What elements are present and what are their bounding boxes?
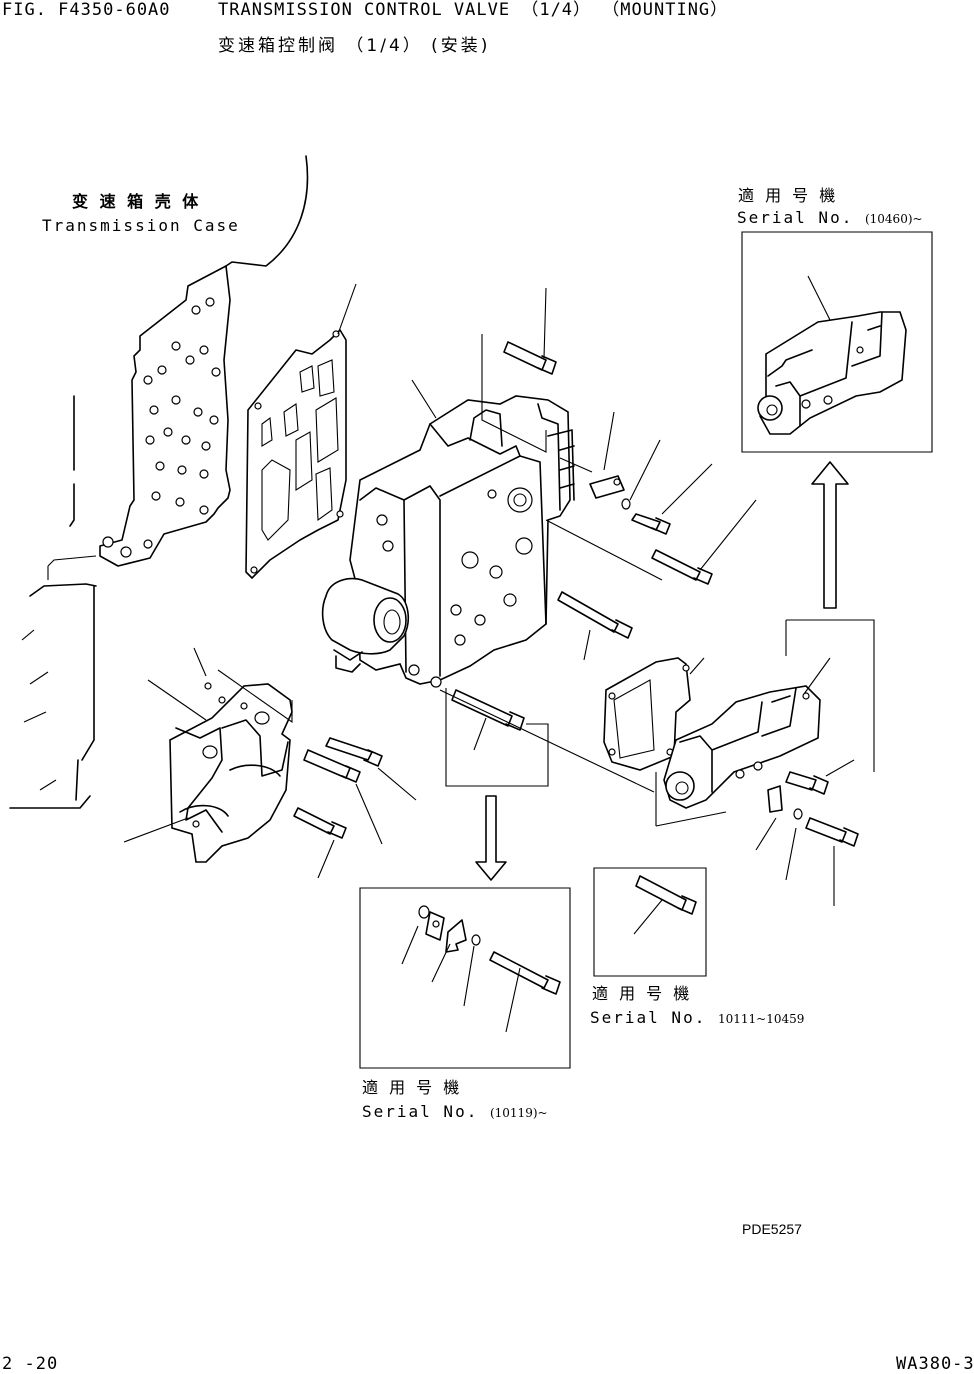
serial-prefix: Serial No. bbox=[362, 1102, 479, 1121]
case-label-english: Transmission Case bbox=[42, 216, 240, 235]
inset-bottom-left bbox=[359, 887, 571, 1069]
inset-top-right bbox=[741, 231, 933, 453]
figure-title-chinese: 变速箱控制阀 （1/4） (安装) bbox=[218, 36, 491, 56]
serial-prefix: Serial No. bbox=[737, 208, 854, 227]
right-valve-assembly bbox=[603, 619, 875, 906]
inset-bottom-right-serial: Serial No. 10111~10459 bbox=[590, 1010, 804, 1026]
lower-cover-assembly bbox=[123, 647, 417, 879]
arrow-down bbox=[475, 795, 507, 881]
serial-prefix: Serial No. bbox=[590, 1008, 707, 1027]
inset-bottom-left-cn: 適 用 号 機 bbox=[362, 1078, 463, 1097]
bolts-upper bbox=[503, 287, 757, 661]
page-number: 2 -20 bbox=[2, 1354, 59, 1374]
inset-top-right-serial: Serial No. (10460)~ bbox=[737, 210, 923, 226]
figure-number: FIG. F4350-60A0 bbox=[2, 0, 171, 20]
serial-value: (10119)~ bbox=[489, 1106, 548, 1120]
bolt-lower-middle bbox=[439, 688, 655, 793]
inset-top-right-cn: 適 用 号 機 bbox=[738, 186, 839, 205]
transmission-case bbox=[9, 155, 309, 809]
inset-bottom-left-serial: Serial No. (10119)~ bbox=[362, 1104, 548, 1120]
control-valve-body bbox=[321, 334, 575, 688]
model-number: WA380-3 bbox=[896, 1354, 974, 1374]
inset-bottom-right-cn: 適 用 号 機 bbox=[592, 984, 693, 1003]
serial-value: 10111~10459 bbox=[717, 1012, 805, 1026]
case-label-chinese: 变 速 箱 壳 体 bbox=[72, 192, 202, 211]
serial-value: (10460)~ bbox=[864, 212, 923, 226]
figure-title: TRANSMISSION CONTROL VALVE （1/4） （MOUNTI… bbox=[218, 0, 729, 20]
case-holes bbox=[102, 297, 221, 558]
inset-bottom-right bbox=[593, 867, 707, 977]
drawing-code: PDE5257 bbox=[742, 1221, 802, 1237]
gasket-plate bbox=[245, 283, 357, 579]
arrow-up bbox=[811, 461, 849, 609]
